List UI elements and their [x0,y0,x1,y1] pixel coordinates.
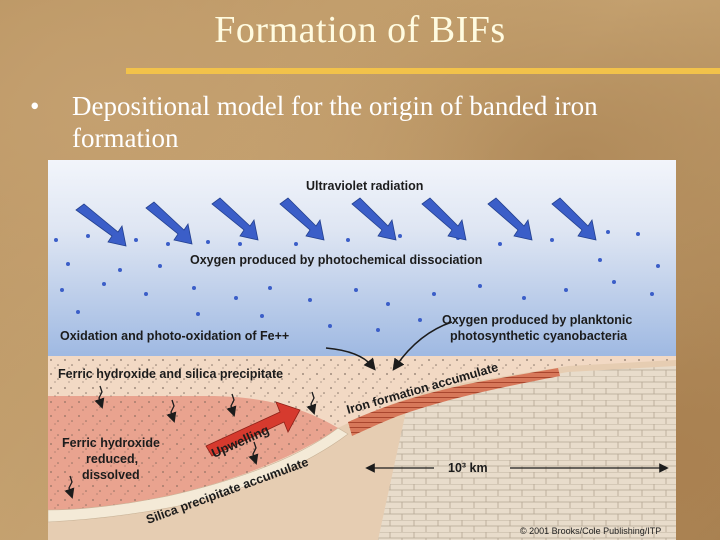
iron-formation-layer [348,368,560,436]
oxygen-flow-arrow-right [392,321,453,371]
label-ferric-reduced-3: dissolved [82,468,140,482]
upwelling-arrow [205,401,301,457]
label-ferric-reduced-2: reduced, [86,452,138,466]
label-copyright: © 2001 Brooks/Cole Publishing/ITP [520,526,661,536]
uv-arrows [75,197,597,247]
silica-layer [48,427,349,523]
oxygen-molecule-dots [54,230,660,332]
label-oxygen-photochemical: Oxygen produced by photochemical dissoci… [190,253,482,267]
label-oxidation: Oxidation and photo-oxidation of Fe++ [60,329,289,343]
label-cyanobacteria-1: Oxygen produced by planktonic [442,313,632,327]
label-ferric-reduced-1: Ferric hydroxide [62,436,160,450]
bullet-marker: • [30,91,40,121]
oxygen-flow-arrow-left [325,347,376,371]
slide-title: Formation of BIFs [214,9,506,51]
bif-depositional-diagram: Ultraviolet radiation Oxygen produced by… [48,160,676,540]
atmosphere [48,160,676,356]
label-cyanobacteria-2: photosynthetic cyanobacteria [450,329,628,343]
title-underline [126,68,720,74]
label-ultraviolet-radiation: Ultraviolet radiation [306,179,423,193]
precipitate-arrows [64,385,317,499]
bullet-text: Depositional model for the origin of ban… [72,91,598,153]
label-ferric-precipitate: Ferric hydroxide and silica precipitate [58,367,283,381]
label-scale: 10³ km [448,461,488,475]
